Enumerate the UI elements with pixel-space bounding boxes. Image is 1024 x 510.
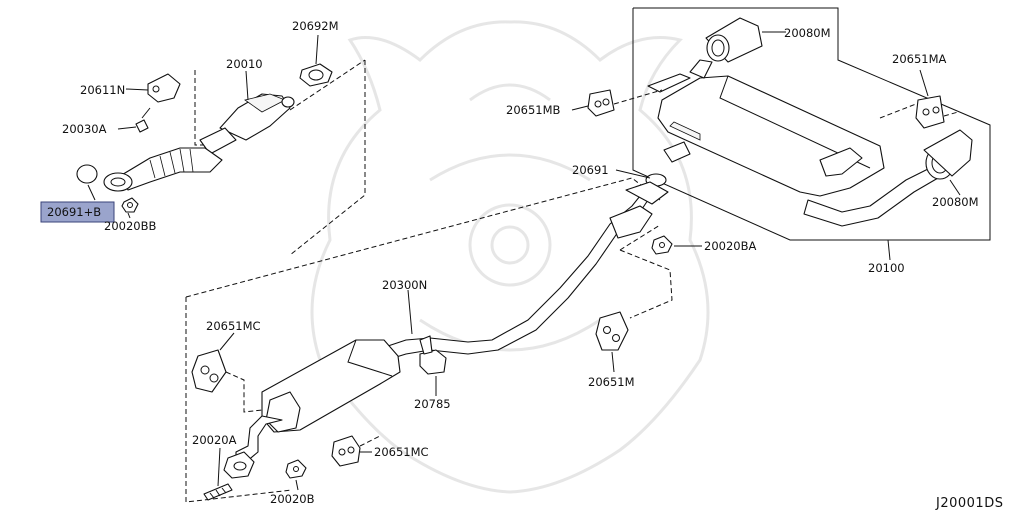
label-20020BB[interactable]: 20020BB — [104, 219, 156, 233]
watermark-emblem — [310, 20, 710, 494]
label-20692M[interactable]: 20692M — [292, 19, 339, 33]
rear-muffler — [647, 59, 885, 197]
nut-20020BA — [651, 235, 673, 255]
catalyst-converter — [199, 93, 295, 155]
label-20020A[interactable]: 20020A — [192, 433, 237, 447]
tail-pipe-tip-top — [705, 17, 763, 63]
nut-20020B — [285, 459, 307, 479]
gasket-20691B — [76, 164, 98, 184]
label-20300N[interactable]: 20300N — [382, 278, 427, 292]
center-pipe-group — [185, 177, 702, 503]
label-20691[interactable]: 20691 — [572, 163, 609, 177]
heat-shield-20611N — [147, 73, 181, 103]
bolt-20030A — [135, 107, 151, 133]
diagram-code: J20001DS — [935, 496, 1003, 510]
label-20611N[interactable]: 20611N — [80, 83, 125, 97]
label-20691B[interactable]: 20691+B — [47, 205, 101, 219]
rubber-hanger-20651M — [595, 311, 629, 351]
label-20020B[interactable]: 20020B — [270, 492, 315, 506]
rubber-hanger-20651MA — [915, 95, 945, 129]
label-20651MA[interactable]: 20651MA — [892, 52, 947, 66]
tail-pipe — [803, 129, 973, 227]
label-20100[interactable]: 20100 — [868, 261, 905, 275]
center-muffler — [261, 339, 401, 433]
label-20020BA[interactable]: 20020BA — [704, 239, 756, 253]
label-20010[interactable]: 20010 — [226, 57, 263, 71]
nut-20020BB — [121, 197, 139, 213]
front-pipe-group — [76, 34, 366, 256]
rubber-hanger-20651MC-right — [331, 435, 361, 467]
label-20080M-top[interactable]: 20080M — [784, 26, 831, 40]
label-20651MC-left[interactable]: 20651MC — [206, 319, 261, 333]
stud-20020A — [203, 483, 233, 501]
rubber-hanger-20651MB — [587, 89, 615, 117]
front-pipe — [103, 147, 223, 192]
label-20651MB[interactable]: 20651MB — [506, 103, 561, 117]
hanger-bracket — [819, 147, 863, 177]
label-20785[interactable]: 20785 — [414, 397, 451, 411]
inlet-pipe — [223, 415, 283, 479]
gasket-20691 — [645, 141, 691, 187]
label-20030A[interactable]: 20030A — [62, 122, 107, 136]
label-20651MC-right[interactable]: 20651MC — [374, 445, 429, 459]
center-pipe — [375, 181, 669, 363]
highlight-box — [40, 201, 115, 223]
gasket-20692M — [299, 63, 333, 87]
label-20080M-right[interactable]: 20080M — [932, 195, 979, 209]
label-20651M[interactable]: 20651M — [588, 375, 635, 389]
rubber-hanger-20651MC-left — [191, 349, 227, 393]
rear-muffler-group — [571, 7, 991, 261]
clamp-20785 — [419, 335, 447, 375]
